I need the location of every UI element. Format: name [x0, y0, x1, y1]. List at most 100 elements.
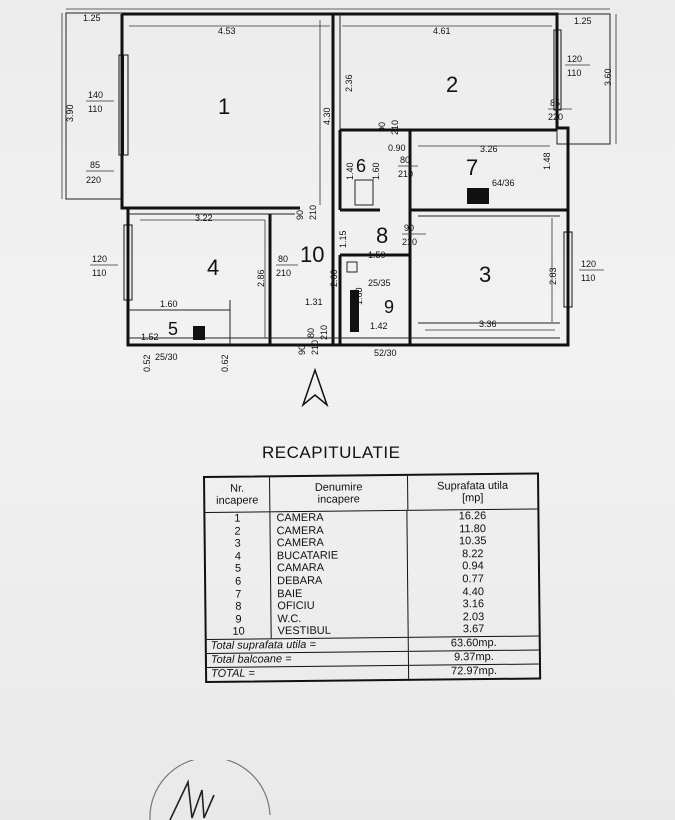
- svg-text:210: 210: [398, 169, 413, 179]
- label-door-room6: 90 210: [377, 120, 400, 135]
- recap-title: RECAPITULATIE: [262, 443, 401, 462]
- header-nr: Nr.incapere: [205, 477, 271, 512]
- dim-top-left-balcony: 1.25: [83, 13, 101, 23]
- pantry-shelf-icon: [354, 179, 374, 206]
- dim-room9-height: 1.60: [354, 287, 364, 305]
- svg-text:210: 210: [319, 325, 329, 340]
- room-number-8: 8: [376, 223, 388, 248]
- label-door-room2-balcony: 85 220: [548, 98, 572, 122]
- window-room1: [118, 54, 129, 156]
- dim-room10-height: 2.60: [329, 269, 339, 287]
- svg-text:110: 110: [88, 104, 102, 114]
- label-door-room9: 80 210: [306, 325, 329, 340]
- row-name: VESTIBUL: [277, 625, 331, 638]
- svg-text:85: 85: [550, 98, 560, 108]
- dim-room2-height: 2.36: [344, 74, 354, 92]
- svg-text:90: 90: [297, 345, 307, 355]
- floor-plan: 1.25 4.53 4.61 1.25 3.90 3.60 4.30 2.36 …: [61, 8, 617, 408]
- label-door-room1-balcony: 85 220: [86, 160, 114, 185]
- svg-text:80: 80: [278, 254, 288, 264]
- dim-room5-width: 1.60: [160, 299, 178, 309]
- label-door-room7: 80 210: [398, 155, 418, 179]
- row-nr: 6: [234, 575, 242, 588]
- svg-text:110: 110: [92, 268, 106, 278]
- dim-room3-width: 3.36: [479, 319, 497, 329]
- room-number-9: 9: [384, 297, 394, 317]
- dim-room6-c: 1.60: [371, 162, 381, 180]
- wc-sink-icon: [346, 261, 358, 273]
- label-sink-pantry: 25/30: [155, 352, 178, 362]
- dim-top-right-balcony: 1.25: [574, 16, 592, 26]
- dim-room4-width: 3.22: [195, 213, 213, 223]
- svg-text:120: 120: [567, 54, 582, 64]
- dim-room5-depth-b: 0.62: [220, 354, 230, 372]
- label-win-room1: 140 110: [86, 90, 114, 114]
- dim-room6-a: 0.90: [388, 143, 406, 153]
- window-room2: [553, 29, 562, 111]
- svg-text:210: 210: [310, 340, 320, 355]
- svg-text:210: 210: [308, 205, 318, 220]
- svg-text:220: 220: [86, 175, 101, 185]
- label-door-room8: 90 210: [402, 223, 426, 247]
- row-nr: 5: [234, 562, 242, 576]
- dim-room7-width: 3.26: [480, 144, 498, 154]
- row-nr: 1: [234, 512, 241, 525]
- row-area: 3.67: [462, 623, 485, 636]
- label-win-room3: 120 110: [579, 259, 604, 283]
- svg-text:110: 110: [567, 68, 581, 78]
- svg-text:210: 210: [390, 120, 400, 135]
- window-room4: [123, 224, 133, 301]
- total-label: TOTAL =: [207, 665, 410, 681]
- room-number-7: 7: [466, 155, 478, 180]
- stove-icon: [467, 188, 489, 204]
- total-row: TOTAL = 72.97mp.: [207, 664, 539, 681]
- dim-room1-height: 4.30: [322, 107, 332, 125]
- label-sink-small: 25/35: [368, 278, 391, 288]
- dim-room9-width: 1.42: [370, 321, 388, 331]
- total-balconies-label: Total balcoane =: [206, 651, 409, 667]
- svg-text:220: 220: [548, 112, 563, 122]
- north-arrow-icon: [301, 367, 329, 408]
- row-nr: 2: [234, 525, 241, 538]
- svg-text:90: 90: [377, 122, 387, 132]
- total-useful-value: 63.60mp.: [450, 636, 497, 650]
- row-nr: 7: [235, 588, 242, 601]
- row-nr: 8: [235, 600, 242, 613]
- svg-text:210: 210: [276, 268, 291, 278]
- dim-room6-b: 1.40: [345, 162, 355, 180]
- svg-text:90: 90: [295, 210, 305, 220]
- label-door-room1: 90 210: [295, 205, 318, 220]
- svg-text:80: 80: [306, 328, 316, 338]
- window-room3: [563, 231, 573, 308]
- label-win-room4: 120 110: [90, 254, 118, 278]
- room-number-1: 1: [218, 94, 230, 119]
- svg-text:90: 90: [404, 223, 414, 233]
- label-door-entry: 90 210: [297, 340, 320, 355]
- sink-icon: [193, 326, 205, 340]
- svg-text:120: 120: [92, 254, 107, 264]
- dim-room10-width: 1.31: [305, 297, 323, 307]
- svg-text:110: 110: [581, 273, 595, 283]
- dim-left-balcony-height: 3.90: [65, 104, 75, 122]
- bath-icon: [350, 290, 359, 332]
- dim-right-balcony-height: 3.60: [603, 68, 613, 86]
- dim-room3-height: 2.83: [548, 267, 558, 285]
- dim-room5-depth-a: 0.52: [142, 354, 152, 372]
- room-number-4: 4: [207, 255, 219, 280]
- row-nr: 9: [235, 613, 242, 626]
- label-bath: 52/30: [374, 348, 397, 358]
- svg-text:210: 210: [402, 237, 417, 247]
- dim-room7-height: 1.48: [542, 152, 552, 170]
- svg-text:120: 120: [581, 259, 596, 269]
- header-suprafata: Suprafata utila[mp]: [437, 479, 509, 505]
- row-nr: 4: [234, 550, 241, 563]
- room-number-2: 2: [446, 72, 458, 97]
- dim-room5-width2: 1.52: [141, 332, 159, 342]
- label-win-room2: 120 110: [565, 54, 590, 78]
- dim-room2-width: 4.61: [433, 26, 451, 36]
